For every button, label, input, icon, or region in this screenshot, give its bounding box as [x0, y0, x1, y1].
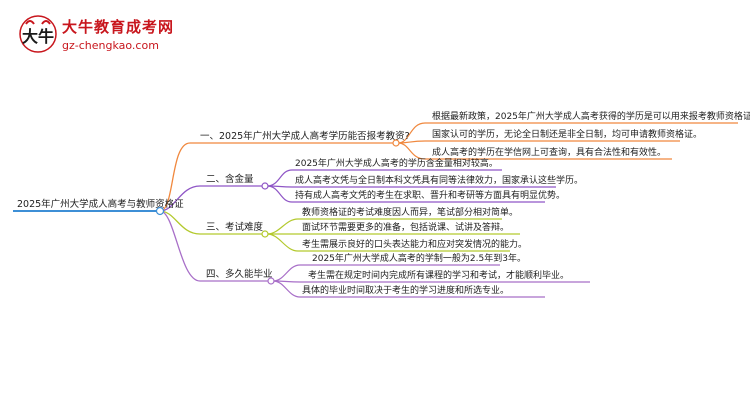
root-collapse-toggle[interactable] [155, 206, 165, 216]
b2-leaf-3[interactable]: 持有成人高考文凭的考生在求职、晋升和考研等方面具有明显优势。 [295, 189, 565, 201]
connector-b2-l1 [266, 169, 502, 187]
connector-root-b1 [159, 142, 393, 212]
b4-leaf-2[interactable]: 考生需在规定时间内完成所有课程的学习和考试，才能顺利毕业。 [308, 269, 569, 281]
branch-3-label[interactable]: 三、考试难度 [206, 221, 264, 233]
connector-b4-l3 [272, 280, 545, 298]
b2-leaf-1[interactable]: 2025年广州大学成人高考的学历含金量相对较高。 [295, 157, 498, 169]
b1-leaf-1[interactable]: 根据最新政策，2025年广州大学成人高考获得的学历是可以用来报考教师资格证的。 [432, 110, 750, 122]
connector-b4-l2 [272, 280, 590, 283]
connector-b4-l1 [272, 264, 500, 282]
connector-root-b2 [159, 185, 262, 212]
branch-2-label[interactable]: 二、含金量 [206, 173, 254, 185]
connector-b1-l1 [397, 122, 738, 144]
branch-1-toggle[interactable] [392, 139, 400, 147]
b1-leaf-3[interactable]: 成人高考的学历在学信网上可查询，具有合法性和有效性。 [432, 146, 666, 158]
root-node-label[interactable]: 2025年广州大学成人高考与教师资格证 [17, 198, 184, 210]
connector-root-b3 [159, 210, 262, 235]
b4-leaf-1[interactable]: 2025年广州大学成人高考的学制一般为2.5年到3年。 [312, 252, 526, 264]
b3-leaf-2[interactable]: 面试环节需要更多的准备，包括说课、试讲及答辩。 [302, 221, 509, 233]
logo-url: gz-chengkao.com [62, 39, 159, 52]
logo-title: 大牛教育成考网 [62, 18, 175, 36]
branch-3-toggle[interactable] [261, 230, 269, 238]
branch-4-toggle[interactable] [267, 277, 275, 285]
connector-b1-l2 [397, 140, 680, 144]
branch-1-label[interactable]: 一、2025年广州大学成人高考学历能否报考教资? [200, 130, 410, 142]
b1-leaf-2[interactable]: 国家认可的学历，无论全日制还是非全日制，均可申请教师资格证。 [432, 128, 702, 140]
connector-b2-l3 [266, 185, 545, 203]
b4-leaf-3[interactable]: 具体的毕业时间取决于考生的学习进度和所选专业。 [302, 284, 509, 296]
site-logo[interactable]: 大牛 大牛教育成考网 gz-chengkao.com [12, 12, 212, 58]
connector-b1-l3 [397, 142, 672, 160]
b2-leaf-2[interactable]: 成人高考文凭与全日制本科文凭具有同等法律效力，国家承认这些学历。 [295, 174, 583, 186]
connector-b2-l2 [266, 185, 556, 188]
b3-leaf-3[interactable]: 考生需展示良好的口头表达能力和应对突发情况的能力。 [302, 238, 527, 250]
branch-2-toggle[interactable] [261, 182, 269, 190]
connector-root-b4 [159, 210, 268, 282]
ox-logo-icon: 大牛 [19, 15, 57, 53]
branch-4-label[interactable]: 四、多久能毕业 [206, 268, 273, 280]
svg-text:大牛: 大牛 [22, 27, 54, 46]
b3-leaf-1[interactable]: 教师资格证的考试难度因人而异，笔试部分相对简单。 [302, 206, 518, 218]
connector-b3-l3 [266, 233, 510, 252]
